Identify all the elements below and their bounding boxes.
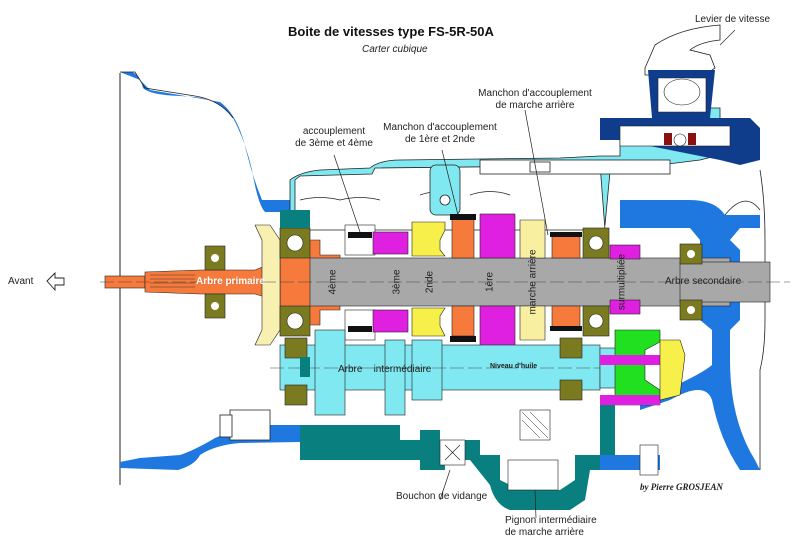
label-reverse-idler-line2: de marche arrière: [505, 527, 584, 538]
countershaft: [270, 329, 686, 416]
gear-labels: 4ème 3ème 2nde 1ère marche arrière surmu…: [328, 249, 628, 314]
gear-label-reverse: marche arrière: [528, 249, 539, 314]
label-sleeve-reverse: Manchon d'accouplement de marche arrière: [470, 88, 600, 112]
label-sleeve-reverse-line1: Manchon d'accouplement: [478, 88, 592, 99]
label-front: Avant: [8, 276, 34, 287]
gear-label-4: 4ème: [328, 269, 339, 294]
label-oil-level: Niveau d'huile: [490, 363, 538, 370]
front-bearings: [279, 210, 311, 337]
label-drain-plug: Bouchon de vidange: [396, 491, 488, 502]
label-sleeve-1-2-line2: de 1ère et 2nde: [404, 134, 476, 145]
label-sleeve-reverse-line2: de marche arrière: [495, 100, 575, 111]
label-primary-shaft: Arbre primaire: [196, 276, 265, 287]
arrow-left-outline-icon: [46, 271, 65, 292]
gears: [344, 213, 703, 351]
gear-label-1: 1ère: [485, 272, 496, 292]
bell-housing: [119, 71, 300, 485]
gear-lever: [600, 24, 760, 165]
gear-label-3: 3ème: [392, 269, 403, 294]
label-intermediate-shaft: Arbre intermédiaire: [338, 364, 432, 375]
label-secondary-shaft: Arbre secondaire: [665, 276, 742, 287]
label-gear-lever: Levier de vitesse: [695, 14, 771, 25]
diagram-title: Boite de vitesses type FS-5R-50A: [288, 24, 494, 39]
diagram-subtitle: Carter cubique: [362, 44, 428, 55]
author-credit: by Pierre GROSJEAN: [640, 482, 723, 492]
label-sleeve-1-2-line1: Manchon d'accouplement: [383, 122, 497, 133]
label-coupling-3-4-line1: accouplement: [302, 126, 366, 137]
gear-label-2: 2nde: [425, 270, 436, 293]
main-casing: [289, 107, 721, 231]
lower-casing: [300, 405, 660, 510]
label-coupling-3-4-line2: de 3ème et 4ème: [295, 138, 373, 149]
leader-lines: [333, 109, 549, 519]
main-shaft: [100, 257, 790, 307]
label-reverse-idler-line1: Pignon intermédiaire: [505, 515, 597, 526]
label-reverse-idler: Pignon intermédiaire de marche arrière: [505, 515, 597, 539]
label-sleeve-1-2: Manchon d'accouplement de 1ère et 2nde: [380, 122, 500, 146]
gear-label-overdrive: surmultipliée: [617, 253, 628, 310]
label-coupling-3-4: accouplement de 3ème et 4ème: [284, 126, 384, 150]
